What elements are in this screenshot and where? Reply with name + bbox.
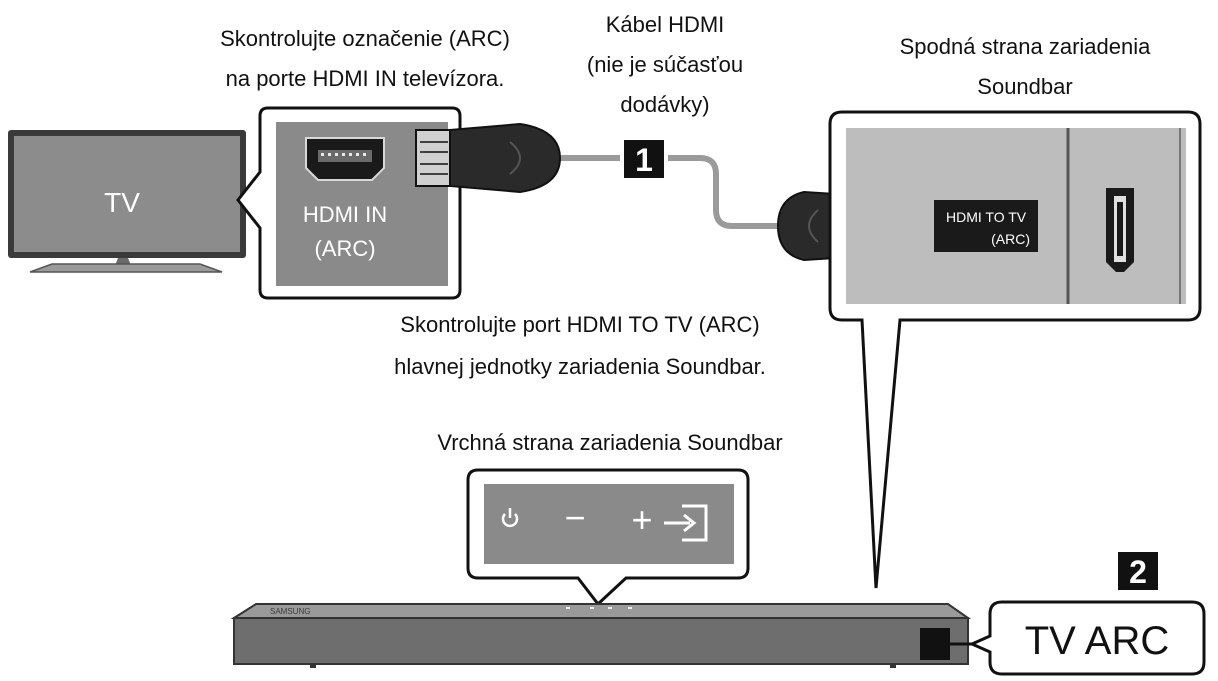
volume-down-icon: − [564,497,585,538]
hdmi-cable-label-line3: dodávky) [620,92,710,117]
hdmi-in-arc-label: (ARC) [314,236,375,261]
volume-up-icon: + [631,499,652,540]
hdmi-to-tv-label: HDMI TO TV [946,209,1027,225]
hdmi-plug-left [415,122,562,194]
hdmi-cable-label-line1: Kábel HDMI [605,12,725,37]
check-tv-arc-label-line2: na porte HDMI IN televízora. [225,66,505,91]
brand-logo: SAMSUNG [270,607,310,616]
check-port-label-line1: Skontrolujte port HDMI TO TV (ARC) [400,312,760,337]
tv-illustration: TV [8,130,246,273]
power-icon [501,508,519,528]
hdmi-port-icon [1106,188,1134,272]
step-1-badge [624,140,664,178]
hdmi-in-callout: HDMI IN (ARC) [236,106,462,300]
soundbar-top-callout: − + [466,468,750,607]
tv-arc-callout: 2 TV ARC [968,552,1206,676]
check-tv-arc-label-line1: Skontrolujte označenie (ARC) [220,26,510,51]
step-1-number: 1 [635,142,653,178]
check-port-label-line2: hlavnej jednotky zariadenia Soundbar. [394,354,766,379]
source-input-icon [664,504,708,542]
tv-arc-indicator [920,628,950,660]
soundbar-body: SAMSUNG [230,603,990,668]
tv-arc-label: TV ARC [1025,619,1169,663]
hdmi-port-icon [305,137,385,181]
hdmi-cable-label-line2: (nie je súčasťou [586,52,744,77]
bottom-side-label-line2: Soundbar [977,74,1073,99]
bottom-side-label-line1: Spodná strana zariadenia [899,34,1151,59]
soundbar-bottom-callout: HDMI TO TV (ARC) [828,110,1202,589]
step-2-number: 2 [1129,554,1147,590]
step-2-badge [1118,552,1158,590]
hdmi-in-label: HDMI IN [303,202,387,227]
tv-label: TV [104,187,140,218]
hdmi-to-tv-arc-label: (ARC) [991,231,1030,247]
top-side-label: Vrchná strana zariadenia Soundbar [437,430,783,455]
hdmi-to-tv-port-label-box [934,200,1038,252]
